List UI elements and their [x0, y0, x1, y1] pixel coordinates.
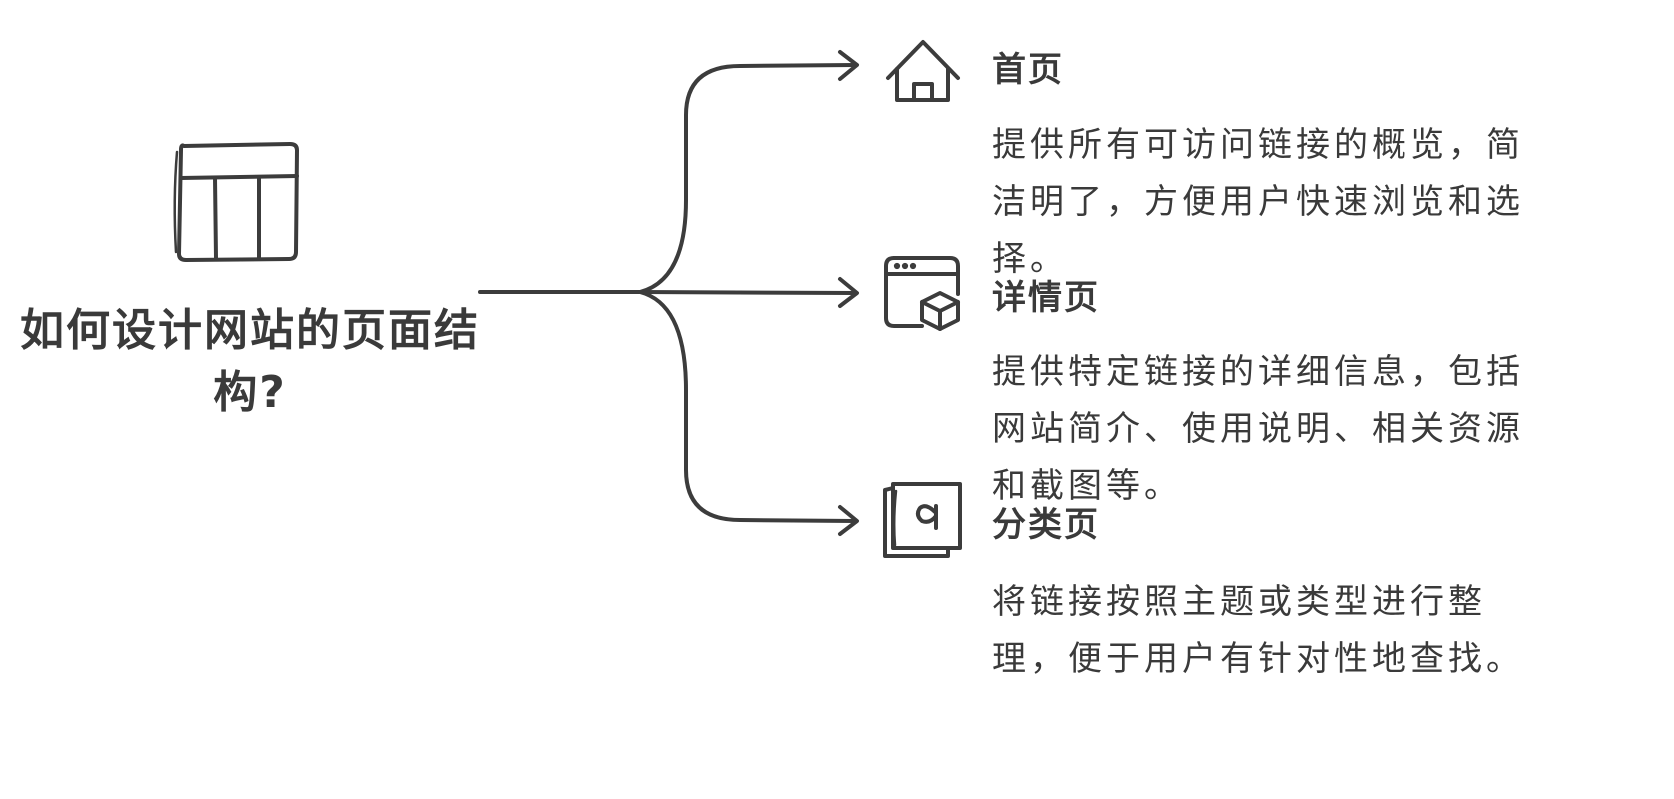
branch-title-category: 分类页	[992, 505, 1100, 545]
branch-description-home: 提供所有可访问链接的概览，简洁明了，方便用户快速浏览和选择。	[992, 125, 1524, 279]
arrowhead-detail	[838, 277, 859, 308]
home-icon	[886, 40, 960, 102]
branch-connector-category	[638, 290, 857, 523]
main-topic-title: 如何设计网站的页面结构?	[20, 305, 480, 418]
stacked-cards-icon	[883, 482, 962, 558]
arrowhead-home	[838, 50, 859, 81]
arrowheads	[838, 50, 859, 536]
branch-connector-home	[638, 63, 857, 294]
branch-description-detail: 提供特定链接的详细信息，包括网站简介、使用说明、相关资源和截图等。	[992, 352, 1524, 506]
layout-columns-icon	[173, 142, 299, 262]
connector-lines	[478, 63, 857, 523]
browser-box-icon	[884, 256, 960, 331]
branch-connector-detail	[638, 290, 857, 295]
branch-description-category: 将链接按照主题或类型进行整理，便于用户有针对性地查找。	[992, 582, 1524, 679]
arrowhead-category	[838, 505, 859, 536]
branch-title-home: 首页	[992, 50, 1064, 90]
branch-title-detail: 详情页	[992, 278, 1100, 318]
